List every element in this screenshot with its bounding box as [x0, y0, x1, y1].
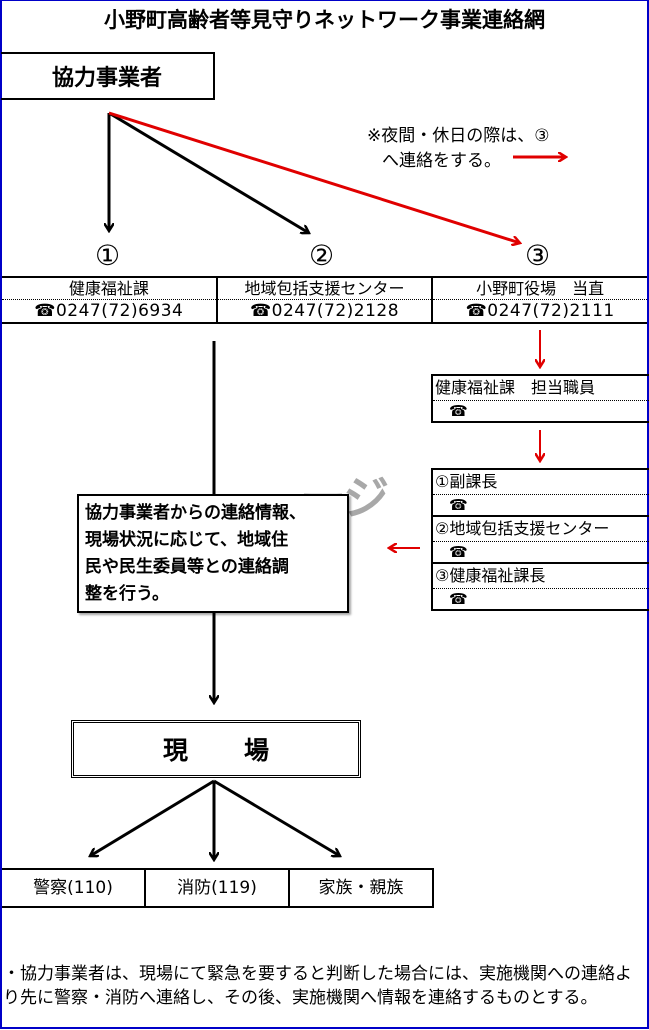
telephone-icon: ☎ — [249, 301, 272, 321]
primary-contacts-table: 健康福祉課 ☎0247(72)6934 地域包括支援センター ☎0247(72)… — [2, 276, 648, 324]
escalation-contact-label: ②地域包括支援センター — [433, 517, 649, 542]
telephone-icon: ☎ — [449, 402, 468, 420]
staff-contact-row: 健康福祉課 担当職員 ☎ — [433, 376, 649, 421]
phone-number: 0247(72)2128 — [271, 301, 400, 321]
coordination-text-line: 民や民生委員等との連絡調 — [85, 557, 289, 577]
coordination-box: 協力事業者からの連絡情報、 現場状況に応じて、地域住 民や民生委員等との連絡調 … — [77, 494, 349, 613]
contact-number-3: ③ — [525, 239, 551, 272]
contact-phone[interactable]: ☎0247(72)2128 — [218, 300, 432, 322]
contact-number-1: ① — [95, 239, 121, 272]
telephone-icon: ☎ — [34, 301, 56, 321]
emergency-contacts-table: 警察(110) 消防(119) 家族・親族 — [2, 868, 434, 908]
contact-name: 健康福祉課 — [2, 278, 216, 300]
night-note-line1: ※夜間・休日の際は、③ — [367, 126, 550, 146]
coordination-text-line: 整を行う。 — [85, 584, 169, 604]
escalation-contact-label: ③健康福祉課長 — [433, 564, 649, 589]
escalation-contact-phone[interactable]: ☎ — [433, 589, 649, 609]
emergency-contact-fire: 消防(119) — [144, 870, 288, 906]
footer-note: ・協力事業者は、現場にて緊急を要すると判断した場合には、実施機関への連絡より先に… — [3, 964, 632, 1008]
escalation-contact-phone[interactable]: ☎ — [433, 495, 649, 515]
contact-number-2: ② — [309, 239, 335, 272]
phone-number: 0247(72)6934 — [55, 301, 184, 321]
page-title: 小野町高齢者等見守りネットワーク事業連絡網 — [104, 8, 545, 32]
arrow-to-family — [213, 779, 340, 856]
escalation-contact-row: ②地域包括支援センター ☎ — [433, 515, 649, 562]
phone-number: 0247(72)2111 — [487, 301, 615, 321]
emergency-contact-police: 警察(110) — [33, 878, 113, 898]
emergency-contact-family: 家族・親族 — [288, 870, 432, 906]
escalation-contact-row: ①副課長 ☎ — [433, 470, 649, 515]
staff-contact-box: 健康福祉課 担当職員 ☎ — [431, 374, 649, 423]
primary-contact: 小野町役場 当直 ☎0247(72)2111 — [431, 278, 648, 322]
escalation-contact-label: ①副課長 — [433, 470, 649, 495]
staff-contact-phone[interactable]: ☎ — [433, 401, 649, 421]
site-label-part: 場 — [244, 736, 270, 765]
telephone-icon: ☎ — [449, 543, 468, 561]
cooperating-business-box: 協力事業者 — [1, 52, 215, 100]
red-arrow-to-contact-3 — [108, 111, 520, 243]
night-note-line2: へ連絡をする。 — [382, 151, 501, 171]
coordination-text-line: 現場状況に応じて、地域住 — [85, 530, 289, 550]
escalation-contact-phone[interactable]: ☎ — [433, 542, 649, 562]
cooperating-business-label: 協力事業者 — [51, 66, 162, 91]
coordination-text-line: 協力事業者からの連絡情報、 — [85, 503, 306, 523]
arrow-to-police — [90, 779, 215, 856]
site-label-part: 現 — [162, 736, 188, 765]
primary-contact: 地域包括支援センター ☎0247(72)2128 — [215, 278, 432, 322]
contact-name: 小野町役場 当直 — [433, 278, 648, 300]
escalation-contacts-box: ①副課長 ☎ ②地域包括支援センター ☎ ③健康福祉課長 ☎ — [431, 468, 649, 611]
contact-name: 地域包括支援センター — [217, 278, 432, 300]
contact-phone[interactable]: ☎0247(72)2111 — [433, 300, 647, 322]
arrow-to-contact-2 — [108, 111, 309, 233]
telephone-icon: ☎ — [465, 301, 488, 321]
primary-contact: 健康福祉課 ☎0247(72)6934 — [2, 278, 216, 322]
staff-contact-label: 健康福祉課 担当職員 — [433, 376, 649, 401]
telephone-icon: ☎ — [449, 496, 468, 514]
escalation-contact-row: ③健康福祉課長 ☎ — [433, 562, 649, 609]
night-holiday-note: ※夜間・休日の際は、③ へ連絡をする。 — [367, 124, 549, 174]
site-box: 現場 — [71, 720, 361, 778]
telephone-icon: ☎ — [449, 590, 468, 608]
contact-phone[interactable]: ☎0247(72)6934 — [2, 300, 216, 322]
